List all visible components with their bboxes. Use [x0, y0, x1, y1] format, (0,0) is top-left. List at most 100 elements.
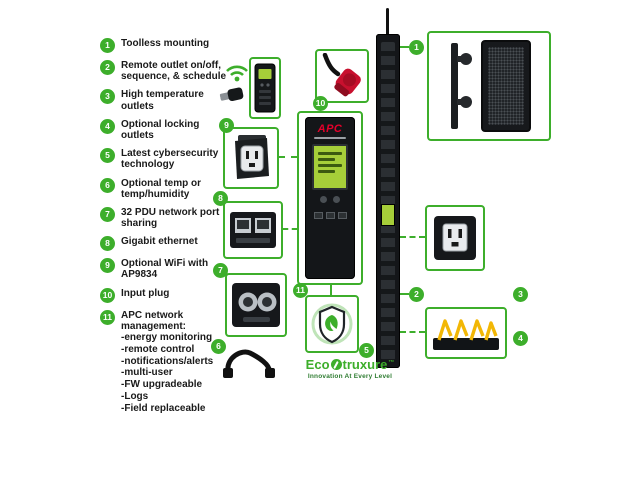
feature-item-4: 4 Optional locking outlets — [100, 118, 232, 141]
feature-number-badge: 6 — [100, 177, 115, 193]
trademark-symbol: ™ — [388, 359, 395, 366]
feature-number-badge: 8 — [100, 236, 115, 252]
feature-label: 32 PDU network port sharing — [121, 206, 220, 230]
feature-item-1: 1 Toolless mounting — [100, 38, 232, 53]
ethernet-ports-image — [230, 212, 276, 248]
callout-badge-10: 10 — [313, 96, 328, 111]
mounting-peg-image — [451, 43, 472, 129]
input-plug-image — [322, 53, 361, 97]
feature-sub-item: -Field replaceable — [121, 402, 206, 414]
feature-number-badge: 1 — [100, 38, 115, 53]
pdu-outlet-column — [381, 42, 395, 360]
callout-badge-4: 4 — [513, 331, 528, 346]
rack-cabinet-image — [481, 40, 531, 132]
callout-badge-9: 9 — [219, 118, 234, 133]
feature-item-5: 5 Latest cybersecurity technology — [100, 148, 232, 170]
usb-wifi-dongle-image — [219, 87, 244, 102]
locking-clips-image — [433, 319, 499, 350]
feature-item-10: 10 Input plug — [100, 287, 232, 303]
callout-badge-1: 1 — [409, 40, 424, 55]
callout-box-outlet — [425, 205, 485, 271]
callout-badge-6: 6 — [211, 339, 226, 354]
callout-badge-2: 2 — [409, 287, 424, 302]
feature-list: 1 Toolless mounting 2 Remote outlet on/o… — [100, 38, 232, 415]
feature-number-badge: 10 — [100, 287, 115, 303]
logo-tagline: Innovation At Every Level — [307, 373, 393, 380]
feature-item-8: 8 Gigabit ethernet — [100, 236, 232, 252]
feature-sub-item: -multi-user — [121, 367, 173, 379]
callout-badge-11: 11 — [293, 283, 308, 298]
feature-label: Optional WiFi with AP9834 — [121, 258, 209, 281]
feature-number-badge: 4 — [100, 118, 115, 134]
feature-label-text: APC network management: — [121, 309, 187, 332]
feature-label: Latest cybersecurity technology — [121, 148, 219, 171]
feature-label: APC network management: -energy monitori… — [121, 310, 227, 415]
callout-box-network-controller: APC — [297, 111, 363, 285]
logo-prefix: Eco — [305, 357, 330, 372]
logo-suffix: truxure — [342, 357, 388, 372]
feature-number-badge: 9 — [100, 258, 115, 274]
feature-label: Input plug — [121, 287, 170, 299]
feature-label: Remote outlet on/off, sequence, & schedu… — [121, 60, 227, 83]
pdu-strip-display — [381, 204, 395, 226]
feature-label: Optional temp or temp/humidity — [121, 177, 201, 200]
feature-number-badge: 7 — [100, 206, 115, 222]
connector-strip-outlet-box — [400, 236, 425, 238]
feature-sub-item: -energy monitoring — [121, 332, 213, 343]
security-shield-icon — [311, 303, 353, 345]
controller-ports — [305, 212, 355, 219]
feature-number-badge: 5 — [100, 148, 115, 164]
connector-ethernet-controller — [283, 228, 297, 230]
feature-sub-item: -Logs — [121, 390, 149, 402]
feature-number-badge: 11 — [100, 309, 115, 325]
feature-sub-list: -energy monitoring -remote control -noti… — [121, 332, 227, 415]
feature-label: Toolless mounting — [121, 38, 210, 49]
locking-outlet-image — [235, 135, 269, 179]
callout-badge-7: 7 — [213, 263, 228, 278]
callout-box-toolless-mounting — [427, 31, 551, 141]
sensor-cable-image — [223, 349, 275, 378]
callout-badge-3: 3 — [513, 287, 528, 302]
network-controller-image: APC — [305, 117, 355, 279]
schneider-symbol-icon — [330, 359, 342, 370]
feature-sub-item: -notifications/alerts — [121, 355, 214, 367]
pdu-strip-image — [376, 34, 400, 368]
callout-box-wifi-remote — [249, 57, 281, 119]
apc-tagline-line — [314, 137, 346, 139]
apc-logo: APC — [317, 123, 343, 135]
feature-label: Gigabit ethernet — [121, 236, 198, 248]
feature-label: Optional locking outlets — [121, 118, 200, 141]
feature-label: High temperature outlets — [121, 89, 204, 112]
feature-number-badge: 3 — [100, 89, 115, 105]
wifi-icon — [226, 65, 248, 82]
ecostruxure-logo: Eco truxure ™ Innovation At Every Level — [300, 358, 400, 380]
feature-item-3: 3 High temperature outlets — [100, 89, 232, 112]
callout-box-sensor-ports — [225, 273, 287, 337]
connector-strip-badge1 — [400, 46, 409, 48]
sensor-ports-image — [232, 283, 280, 327]
feature-sub-item: -remote control — [121, 343, 195, 355]
connector-lockoutlet-controller — [279, 156, 297, 158]
input-power-cord — [386, 8, 389, 36]
controller-buttons — [305, 196, 355, 203]
feature-item-11: 11 APC network management: -energy monit… — [100, 309, 232, 415]
connector-controller-shield — [330, 285, 332, 295]
controller-lcd — [312, 144, 348, 190]
connector-strip-badge2 — [400, 293, 409, 295]
feature-item-2: 2 Remote outlet on/off, sequence, & sche… — [100, 60, 232, 82]
callout-badge-5: 5 — [359, 343, 374, 358]
feature-number-badge: 2 — [100, 60, 115, 75]
feature-item-6: 6 Optional temp or temp/humidity — [100, 177, 232, 200]
c13-outlet-image — [434, 216, 476, 260]
remote-display-device-image — [254, 63, 276, 113]
feature-sub-item: -FW upgradeable — [121, 379, 203, 391]
callout-box-locking-outlet — [223, 127, 279, 189]
connector-strip-clips-box — [400, 331, 425, 333]
callout-badge-8: 8 — [213, 191, 228, 206]
callout-box-cybersecurity — [305, 295, 359, 353]
feature-item-9: 9 Optional WiFi with AP9834 — [100, 258, 232, 280]
callout-box-locking-clips — [425, 307, 507, 359]
callout-box-ethernet-ports — [223, 201, 283, 259]
feature-item-7: 7 32 PDU network port sharing — [100, 206, 232, 230]
